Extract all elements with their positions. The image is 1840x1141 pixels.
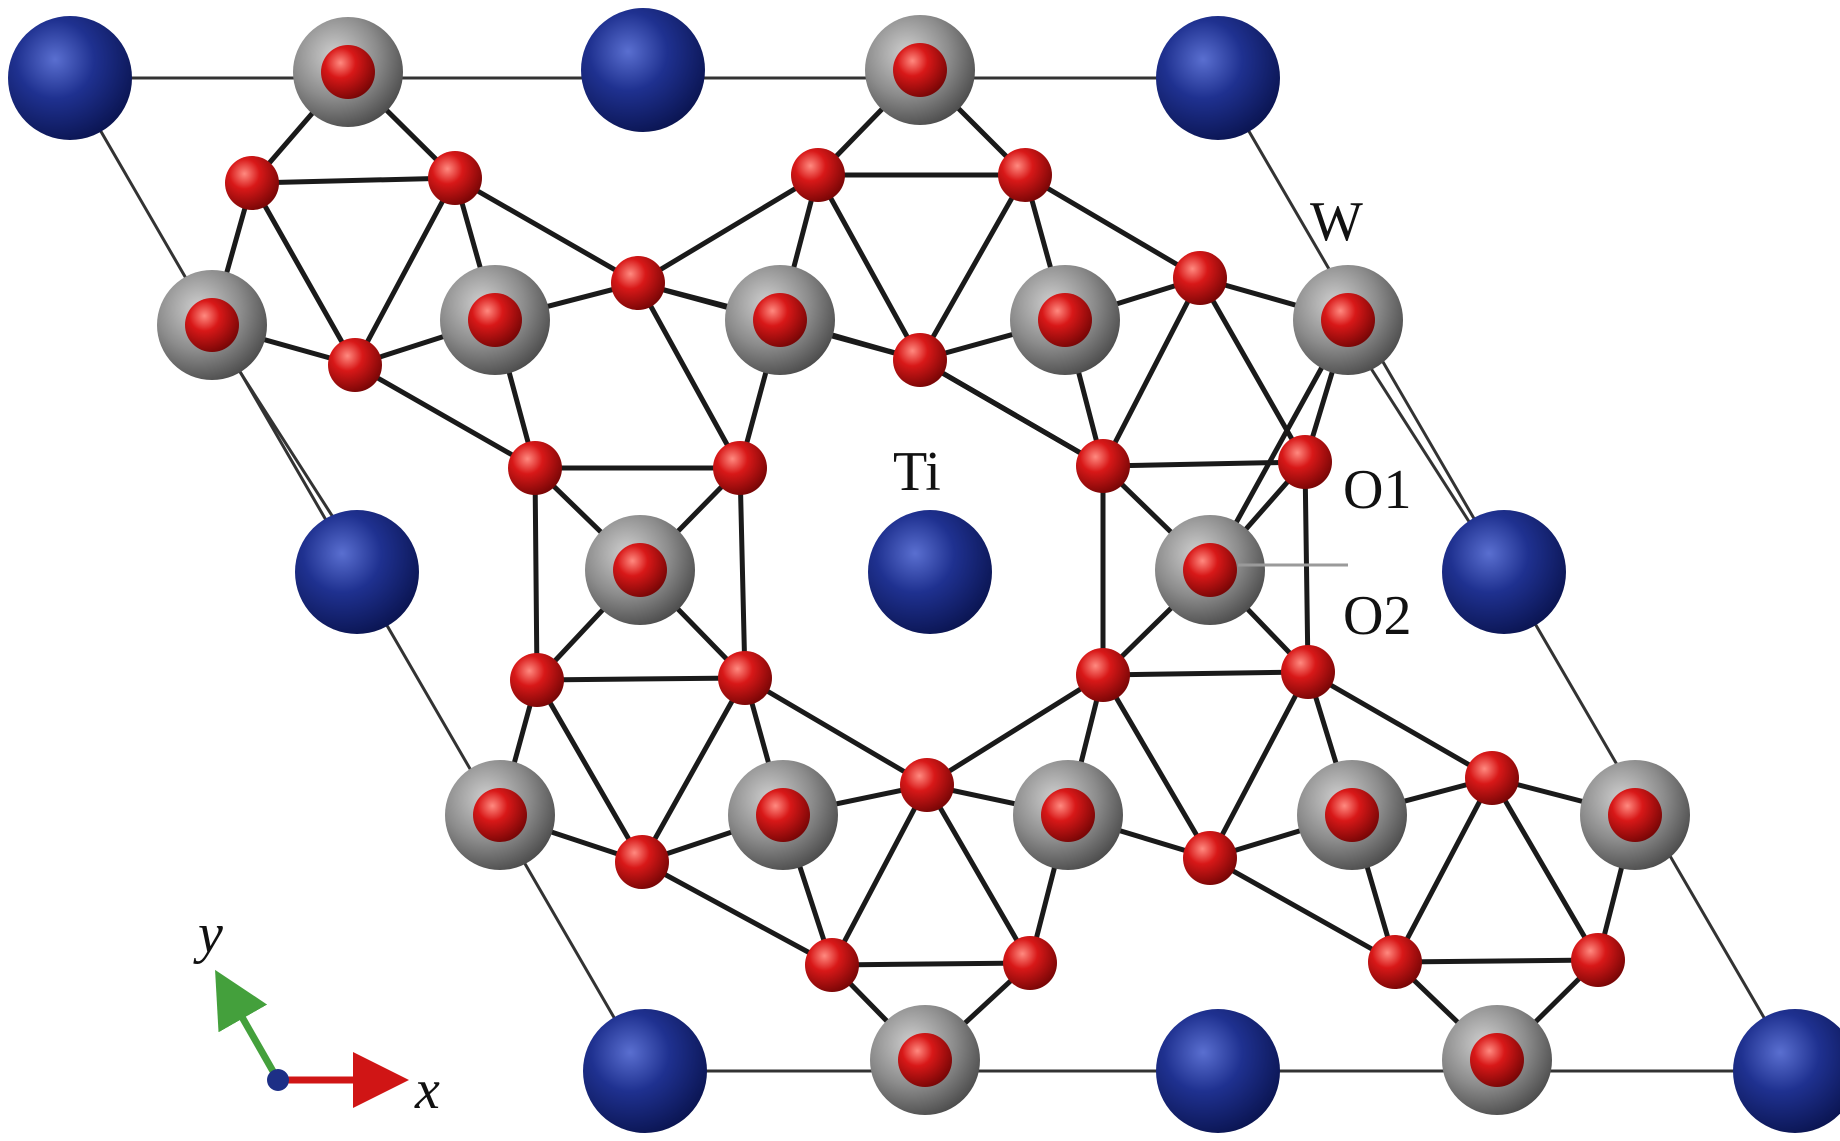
bond [742, 675, 930, 788]
bond [1392, 775, 1495, 965]
o-atom [615, 835, 669, 889]
axis-label-y: y [193, 903, 223, 965]
o-atom [1076, 648, 1130, 702]
ti-atom [583, 1009, 707, 1133]
label-ti: Ti [893, 441, 941, 503]
y-axis-arrow [215, 969, 282, 1082]
axis-origin [267, 1069, 289, 1091]
o-atom [900, 758, 954, 812]
bond [1100, 672, 1213, 861]
o-atom [1368, 935, 1422, 989]
o-atom [468, 293, 522, 347]
o-atom [791, 148, 845, 202]
bond [924, 782, 1033, 966]
bond [249, 175, 458, 186]
o-atom [1183, 543, 1237, 597]
bond [639, 675, 748, 865]
ti-atom [1442, 510, 1566, 634]
o-atom [328, 338, 382, 392]
bond [534, 677, 645, 865]
label-o2: O2 [1343, 585, 1411, 647]
o-atom [893, 333, 947, 387]
o-atom-group [185, 43, 1662, 1087]
ti-atom [868, 510, 992, 634]
o-atom [1173, 251, 1227, 305]
o-atom [321, 45, 375, 99]
ti-atom [1156, 16, 1280, 140]
o-atom [510, 653, 564, 707]
bond [352, 175, 458, 368]
bond [1302, 459, 1311, 675]
ti-atom [8, 16, 132, 140]
bond [917, 357, 1106, 469]
ti-atom-group [8, 8, 1840, 1133]
o-atom [1278, 435, 1332, 489]
bond [639, 859, 835, 968]
o-atom [898, 1033, 952, 1087]
bond [1100, 459, 1308, 469]
bond [1207, 855, 1398, 965]
label-w: W [1310, 191, 1363, 253]
o-atom [1321, 293, 1375, 347]
bond [1100, 669, 1311, 678]
o-atom [1281, 645, 1335, 699]
o-atom [185, 298, 239, 352]
o-atom [611, 256, 665, 310]
o-atom [713, 441, 767, 495]
o-atom [1003, 936, 1057, 990]
bond [635, 280, 743, 471]
ti-atom [295, 510, 419, 634]
bond [635, 172, 821, 286]
o-atom [1041, 788, 1095, 842]
o-atom [1076, 439, 1130, 493]
o-atom [428, 151, 482, 205]
o-atom [756, 788, 810, 842]
axes-indicator: x y [193, 903, 440, 1121]
bond [1197, 275, 1308, 465]
o-atom [753, 293, 807, 347]
o-atom [508, 441, 562, 495]
bond [1392, 957, 1601, 965]
ti-atom [1733, 1009, 1840, 1133]
o-atom [1038, 293, 1092, 347]
bond [815, 172, 923, 363]
bond [452, 175, 641, 286]
bond [352, 362, 538, 471]
o-atom [225, 156, 279, 210]
o-atom [718, 651, 772, 705]
bond [1100, 275, 1203, 469]
o-atom [893, 43, 947, 97]
label-o1: O1 [1343, 459, 1411, 521]
o-atom [805, 938, 859, 992]
ti-atom [581, 8, 705, 132]
bond [917, 172, 1028, 363]
bond [829, 960, 1033, 968]
o-atom [1608, 788, 1662, 842]
bond [1305, 669, 1495, 781]
bond [737, 465, 748, 681]
o-atom [1571, 933, 1625, 987]
bond [532, 465, 540, 683]
bond [249, 180, 358, 368]
o-atom [1470, 1033, 1524, 1087]
bond [1489, 775, 1601, 963]
o-atom [613, 543, 667, 597]
bond [829, 782, 930, 968]
o-atom [1325, 788, 1379, 842]
o-atom [1183, 831, 1237, 885]
bond [534, 675, 748, 683]
bond [1207, 669, 1311, 861]
ti-atom [1156, 1009, 1280, 1133]
o-atom [998, 148, 1052, 202]
o-atom [1465, 751, 1519, 805]
bond [1022, 172, 1203, 281]
bond [924, 672, 1106, 788]
axis-label-x: x [414, 1059, 440, 1121]
o-atom [473, 788, 527, 842]
